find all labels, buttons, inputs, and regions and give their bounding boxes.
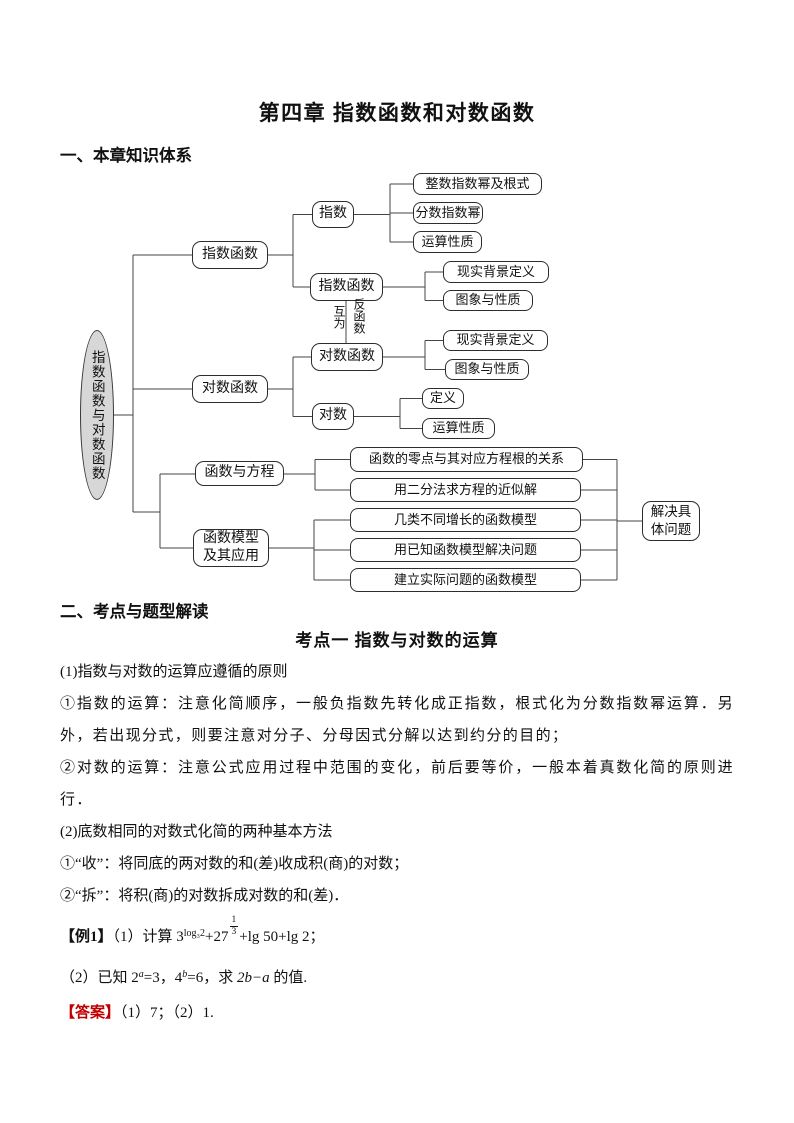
section1-heading: 一、本章知识体系 (60, 146, 192, 165)
answer-label: 【答案】 (60, 1005, 121, 1021)
node-build-models: 建立实际问题的函数模型 (350, 568, 581, 592)
example-1-part2: （2）已知 2a=3，4b=6，求 2b−a 的值. (60, 957, 734, 996)
label-inverse-function: 反函数 (352, 298, 366, 334)
node-function-and-equation: 函数与方程 (195, 461, 284, 486)
node-zero-point-relation: 函数的零点与其对应方程根的关系 (350, 447, 583, 472)
node-graph-properties-log: 图象与性质 (445, 359, 529, 380)
node-real-background-def-exp: 现实背景定义 (443, 261, 549, 283)
node-operation-properties-log: 运算性质 (422, 418, 495, 439)
node-real-background-def-log: 现实背景定义 (443, 330, 548, 351)
topic-heading: 考点一 指数与对数的运算 (295, 631, 499, 650)
example-formula-2: 2a=3，4b=6，求 2b−a 的值. (131, 969, 308, 986)
example-part2-intro: （2）已知 (60, 970, 132, 986)
paragraph-collect: ①“收”：将同底的两对数的和(差)收成积(商)的对数； (60, 856, 409, 872)
node-fractional-power: 分数指数幂 (413, 202, 483, 224)
answer-line: 【答案】（1）7；（2）1. (60, 996, 734, 1030)
node-integer-power-radicals: 整数指数幂及根式 (413, 173, 542, 195)
node-bisection-method: 用二分法求方程的近似解 (350, 478, 581, 502)
node-log-definition: 定义 (422, 388, 464, 409)
paragraph-exp-operation: ①指数的运算：注意化简顺序，一般负指数先转化成正指数，根式化为分数指数幂运算．另… (60, 696, 734, 744)
diagram-root-oval: 指数函数与对数函数 (80, 330, 114, 500)
example-part1-intro: （1）计算 (112, 929, 177, 945)
paragraph-principle: (1)指数与对数的运算应遵循的原则 (60, 664, 288, 680)
node-logarithm: 对数 (312, 403, 354, 430)
node-operation-properties-exp: 运算性质 (413, 231, 482, 253)
node-exponent: 指数 (312, 201, 354, 228)
page-title: 第四章 指数函数和对数函数 (258, 101, 536, 125)
node-graph-properties-exp: 图象与性质 (443, 290, 533, 311)
node-known-models: 用已知函数模型解决问题 (350, 538, 581, 562)
knowledge-tree-diagram: 指数函数与对数函数 指数函数 对数函数 函数与方程 函数模型 及其应用 指数 指… (0, 170, 794, 598)
node-growth-models: 几类不同增长的函数模型 (350, 508, 581, 532)
node-solve-problems: 解决具 体问题 (642, 501, 700, 541)
node-log-function: 对数函数 (311, 343, 383, 371)
expression-2b-minus-a: 2b−a (236, 970, 270, 986)
section2-heading: 二、考点与题型解读 (60, 602, 209, 621)
paragraph-split: ②“拆”：将积(商)的对数拆成对数的和(差)． (60, 888, 349, 904)
node-exp-function: 指数函数 (310, 273, 383, 301)
node-log-function-branch: 对数函数 (192, 375, 268, 403)
node-function-models: 函数模型 及其应用 (193, 529, 269, 567)
paragraph-log-operation: ②对数的运算：注意公式应用过程中范围的变化，前后要等价，一般本着真数化简的原则进… (60, 760, 734, 808)
node-exp-function-branch: 指数函数 (192, 241, 268, 269)
paragraph-two-methods: (2)底数相同的对数式化简的两种基本方法 (60, 824, 333, 840)
exponent-a: a (138, 969, 144, 980)
document-page: 第四章 指数函数和对数函数 一、本章知识体系 指数函数与对数函数 指数函数 对数… (0, 101, 794, 1030)
exponent-b: b (182, 969, 188, 980)
exponent-log3-2: log₃2 (183, 928, 206, 939)
label-mutually: 互为 (332, 305, 346, 329)
diagram-connector-lines (114, 183, 642, 581)
example-label: 【例1】 (60, 929, 113, 945)
answer-text: （1）7；（2）1. (120, 1005, 214, 1021)
